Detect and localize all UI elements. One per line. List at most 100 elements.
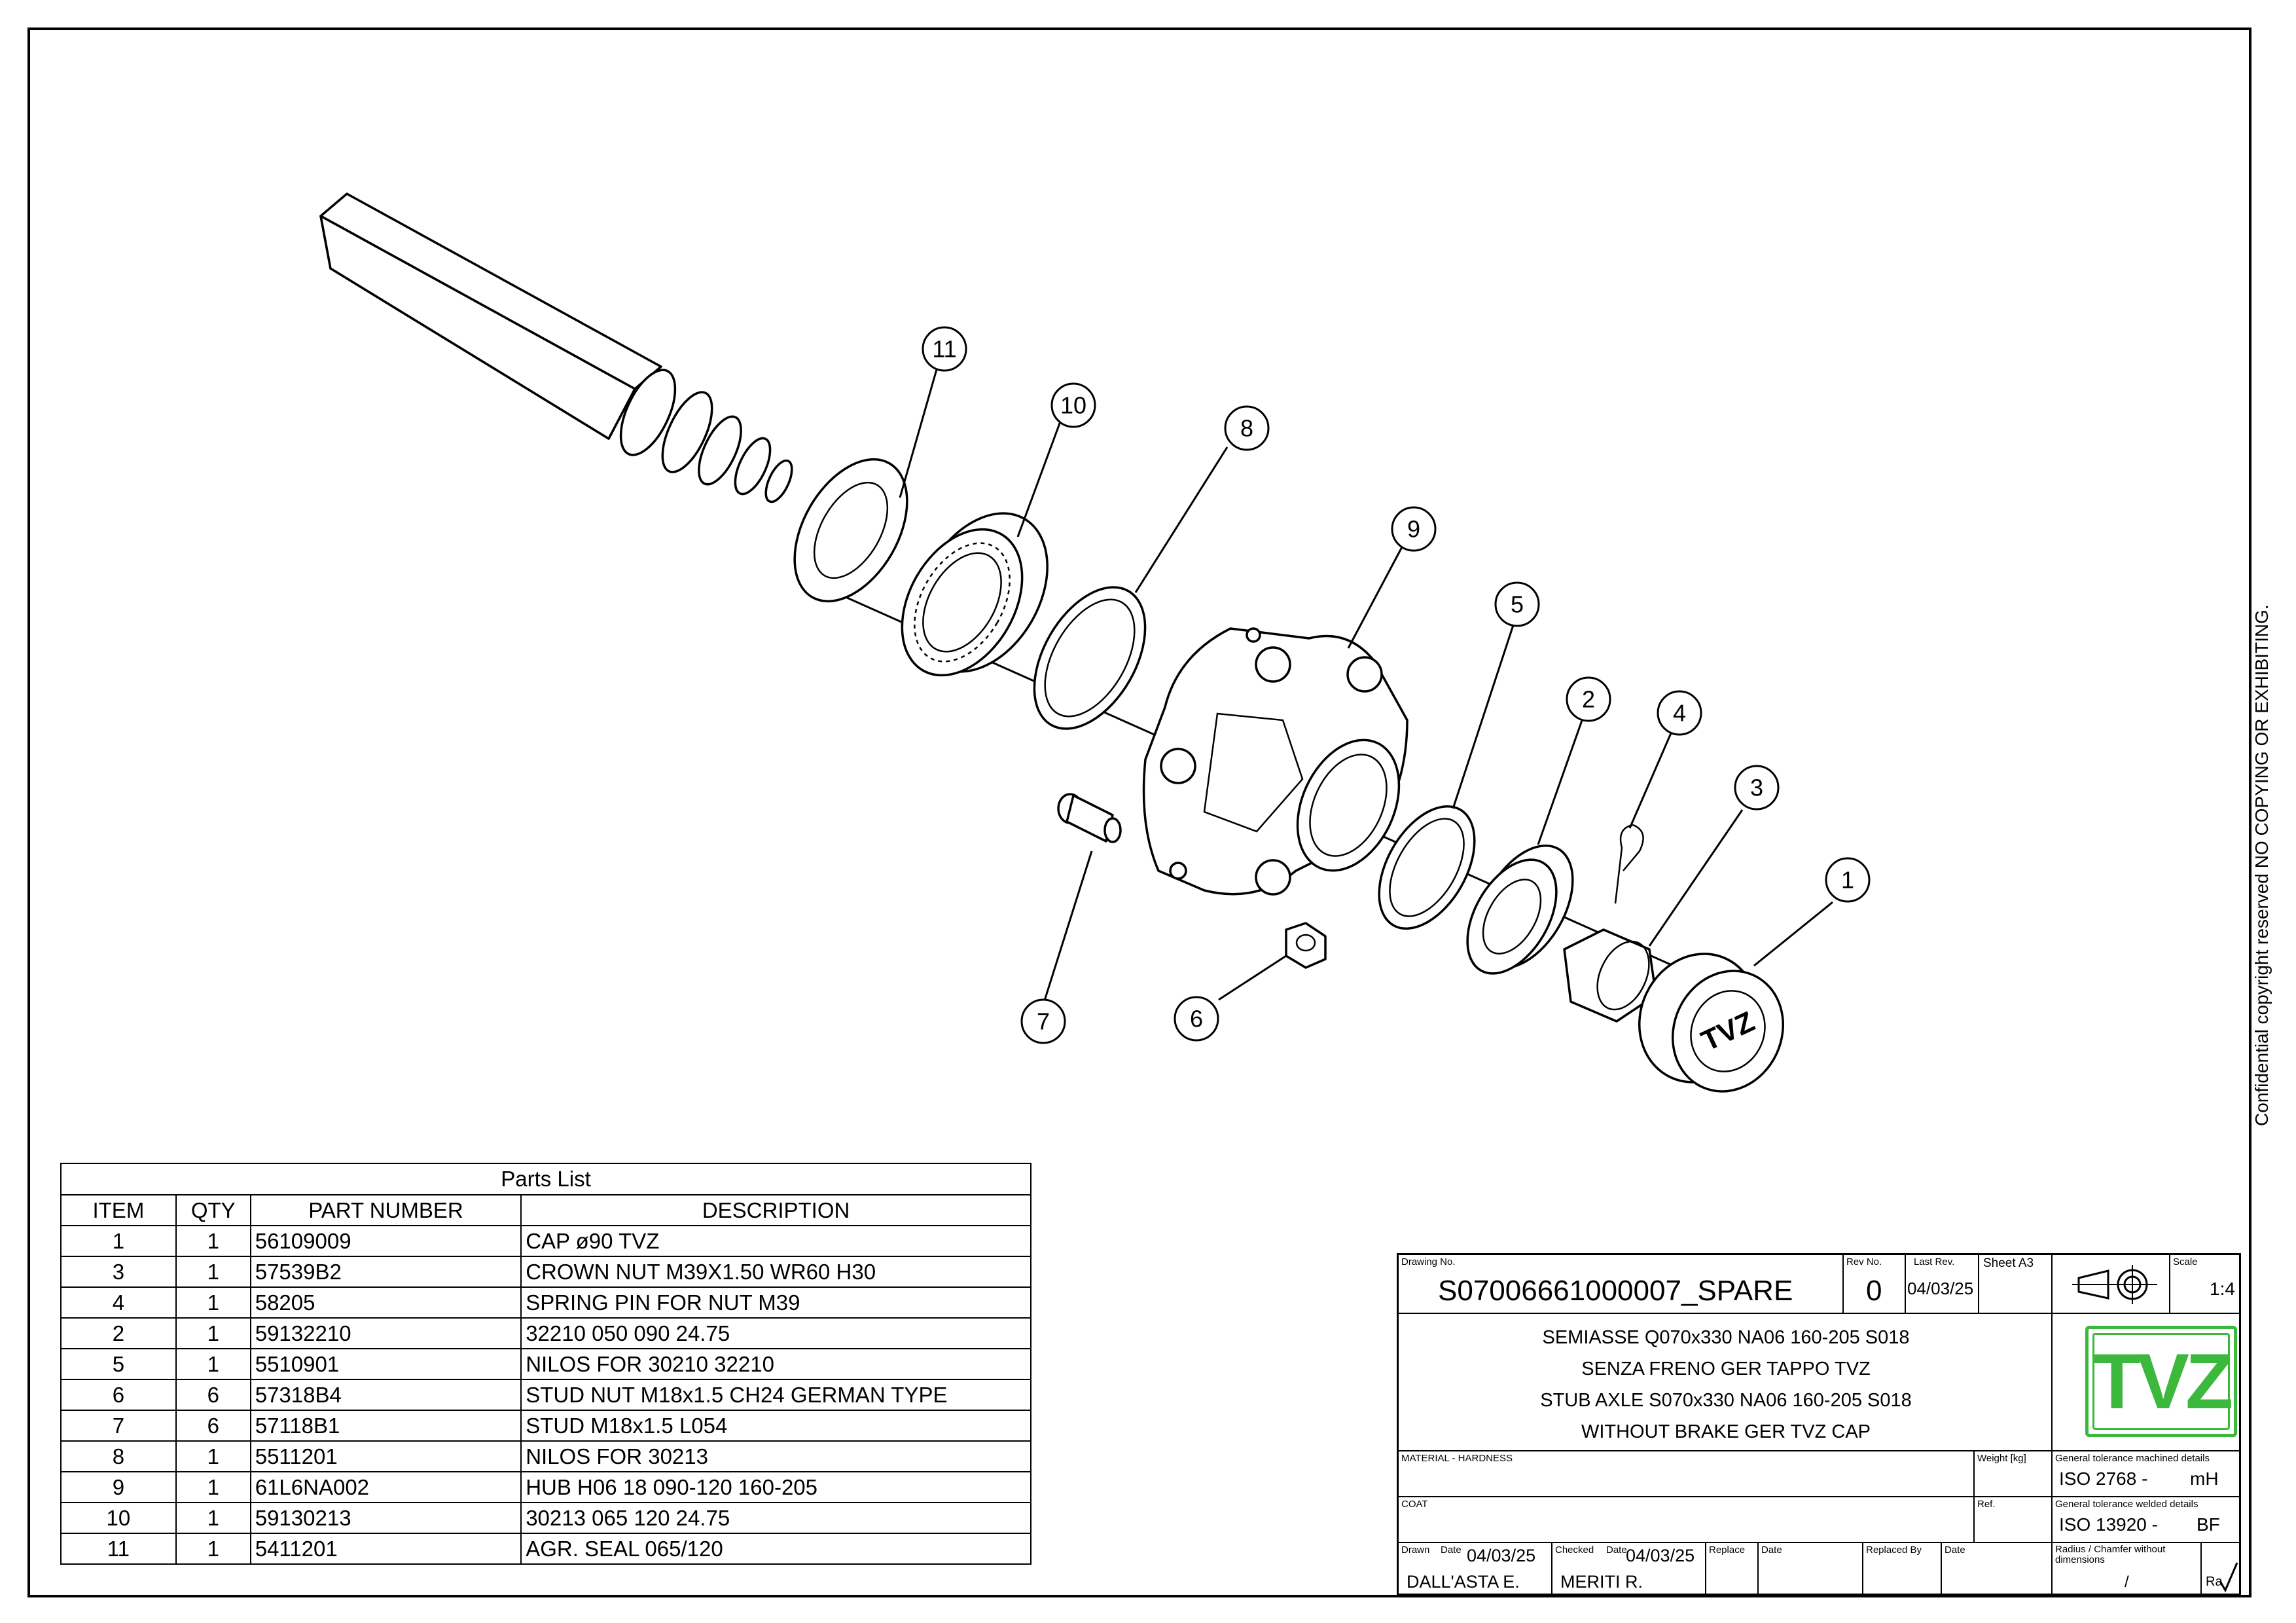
logo-cell: TVZ bbox=[2053, 1314, 2241, 1451]
radius-value: / bbox=[2125, 1573, 2129, 1591]
description-cell: 32210 050 090 24.75 bbox=[520, 1317, 1031, 1349]
part-11-agr-seal bbox=[793, 458, 908, 603]
description-cell: CAP ø90 TVZ bbox=[520, 1225, 1031, 1257]
replace-date-label: Date bbox=[1761, 1544, 1782, 1556]
description-cell: HUB H06 18 090-120 160-205 bbox=[520, 1471, 1031, 1503]
ref-label: Ref. bbox=[1977, 1499, 1996, 1510]
tol-welded-label: General tolerance welded details bbox=[2055, 1499, 2198, 1510]
coat-cell: COAT bbox=[1399, 1497, 1975, 1543]
tol-welded-class: BF bbox=[2197, 1514, 2220, 1535]
ra-label: Ra bbox=[2206, 1575, 2223, 1589]
drawn-date: 04/03/25 bbox=[1467, 1546, 1536, 1565]
description-cell: 30213 065 120 24.75 bbox=[520, 1502, 1031, 1534]
drawing-no-label: Drawing No. bbox=[1401, 1256, 1456, 1267]
scale-cell: Scale 1:4 bbox=[2170, 1255, 2241, 1314]
roughness-check-icon bbox=[2219, 1562, 2238, 1593]
part-number-cell: 5510901 bbox=[249, 1348, 522, 1380]
callout-10: 10 bbox=[1050, 382, 1096, 428]
item-cell: 7 bbox=[60, 1410, 177, 1442]
part-10-bearing bbox=[901, 512, 1049, 677]
item-cell: 9 bbox=[60, 1471, 177, 1503]
tol-machined-value: ISO 2768 - bbox=[2059, 1468, 2148, 1489]
description-cell: CROWN NUT M39X1.50 WR60 H30 bbox=[520, 1256, 1031, 1288]
svg-text:6: 6 bbox=[1190, 1006, 1203, 1032]
material-cell: MATERIAL - HARDNESS bbox=[1399, 1451, 1975, 1497]
callout-3: 3 bbox=[1734, 765, 1780, 811]
item-cell: 1 bbox=[60, 1225, 177, 1257]
drawing-frame bbox=[27, 27, 2251, 1597]
rev-value: 0 bbox=[1866, 1275, 1882, 1307]
checked-cell: Checked Date 04/03/25 MERITI R. bbox=[1552, 1543, 1706, 1596]
part-6-stud-nut bbox=[1285, 922, 1327, 969]
part-number-cell: 59130213 bbox=[249, 1502, 522, 1534]
parts-list-table: Parts List ITEM QTY PART NUMBER DESCRIPT… bbox=[60, 1163, 1031, 1565]
svg-text:9: 9 bbox=[1407, 516, 1420, 543]
drawing-no: S07006661000007_SPARE bbox=[1438, 1275, 1793, 1307]
header-item: ITEM bbox=[60, 1194, 177, 1226]
radius-cell: Radius / Chamfer without dimensions / bbox=[2053, 1543, 2202, 1596]
tol-machined-class: mH bbox=[2190, 1468, 2219, 1489]
qty-cell: 1 bbox=[175, 1317, 251, 1349]
part-number-cell: 57318B4 bbox=[249, 1379, 522, 1411]
tvz-logo: TVZ bbox=[2085, 1326, 2237, 1437]
part-1-cap: TVZ bbox=[1638, 953, 1785, 1093]
item-cell: 3 bbox=[60, 1256, 177, 1288]
item-cell: 6 bbox=[60, 1379, 177, 1411]
item-cell: 10 bbox=[60, 1502, 177, 1534]
description-line-2: SENZA FRENO GER TAPPO TVZ bbox=[1581, 1359, 1871, 1379]
description-cell: STUD NUT M18x1.5 CH24 GERMAN TYPE bbox=[520, 1379, 1031, 1411]
part-number-cell: 5411201 bbox=[249, 1533, 522, 1565]
description-cell: AGR. SEAL 065/120 bbox=[520, 1533, 1031, 1565]
description-cell: NILOS FOR 30213 bbox=[520, 1440, 1031, 1472]
item-cell: 5 bbox=[60, 1348, 177, 1380]
qty-cell: 1 bbox=[175, 1348, 251, 1380]
callout-1: 1 bbox=[1825, 857, 1871, 903]
header-part-number: PART NUMBER bbox=[249, 1194, 522, 1226]
rev-label: Rev No. bbox=[1846, 1256, 1882, 1267]
replace-cell: Replace bbox=[1706, 1543, 1759, 1596]
title-block: Drawing No. S07006661000007_SPARE Rev No… bbox=[1397, 1253, 2241, 1596]
description-line-4: WITHOUT BRAKE GER TVZ CAP bbox=[1581, 1421, 1871, 1442]
drawn-by: DALL'ASTA E. bbox=[1407, 1572, 1520, 1592]
svg-text:3: 3 bbox=[1750, 775, 1763, 801]
svg-text:8: 8 bbox=[1240, 415, 1253, 442]
part-9-hub bbox=[1142, 627, 1408, 896]
stub-axle bbox=[319, 192, 793, 503]
scale-value: 1:4 bbox=[2210, 1279, 2235, 1299]
replace-date-cell: Date bbox=[1759, 1543, 1863, 1596]
checked-date: 04/03/25 bbox=[1626, 1546, 1695, 1565]
part-number-cell: 57539B2 bbox=[249, 1256, 522, 1288]
svg-text:11: 11 bbox=[932, 336, 956, 363]
projection-cell bbox=[2053, 1255, 2170, 1314]
confidential-note: Confidential copyright reserved NO COPYI… bbox=[2251, 604, 2272, 1126]
item-cell: 4 bbox=[60, 1286, 177, 1319]
checked-label: Checked bbox=[1555, 1544, 1594, 1556]
replace-label: Replace bbox=[1709, 1544, 1746, 1556]
last-rev-cell: Last Rev. 04/03/25 bbox=[1906, 1255, 1979, 1314]
scale-label: Scale bbox=[2173, 1256, 2198, 1267]
qty-cell: 1 bbox=[175, 1286, 251, 1319]
header-qty: QTY bbox=[175, 1194, 251, 1226]
part-number-cell: 61L6NA002 bbox=[249, 1471, 522, 1503]
item-cell: 11 bbox=[60, 1533, 177, 1565]
weight-cell: Weight [kg] bbox=[1975, 1451, 2053, 1497]
rev-cell: Rev No. 0 bbox=[1844, 1255, 1906, 1314]
replaced-by-date-label: Date bbox=[1945, 1544, 1965, 1556]
item-cell: 2 bbox=[60, 1317, 177, 1349]
callout-8: 8 bbox=[1224, 405, 1270, 451]
qty-cell: 1 bbox=[175, 1440, 251, 1472]
description-cell: SEMIASSE Q070x330 NA06 160-205 S018 SENZ… bbox=[1399, 1314, 2053, 1451]
last-rev-label: Last Rev. bbox=[1914, 1256, 1955, 1267]
radius-label: Radius / Chamfer without dimensions bbox=[2055, 1544, 2166, 1565]
qty-cell: 6 bbox=[175, 1410, 251, 1442]
qty-cell: 1 bbox=[175, 1502, 251, 1534]
